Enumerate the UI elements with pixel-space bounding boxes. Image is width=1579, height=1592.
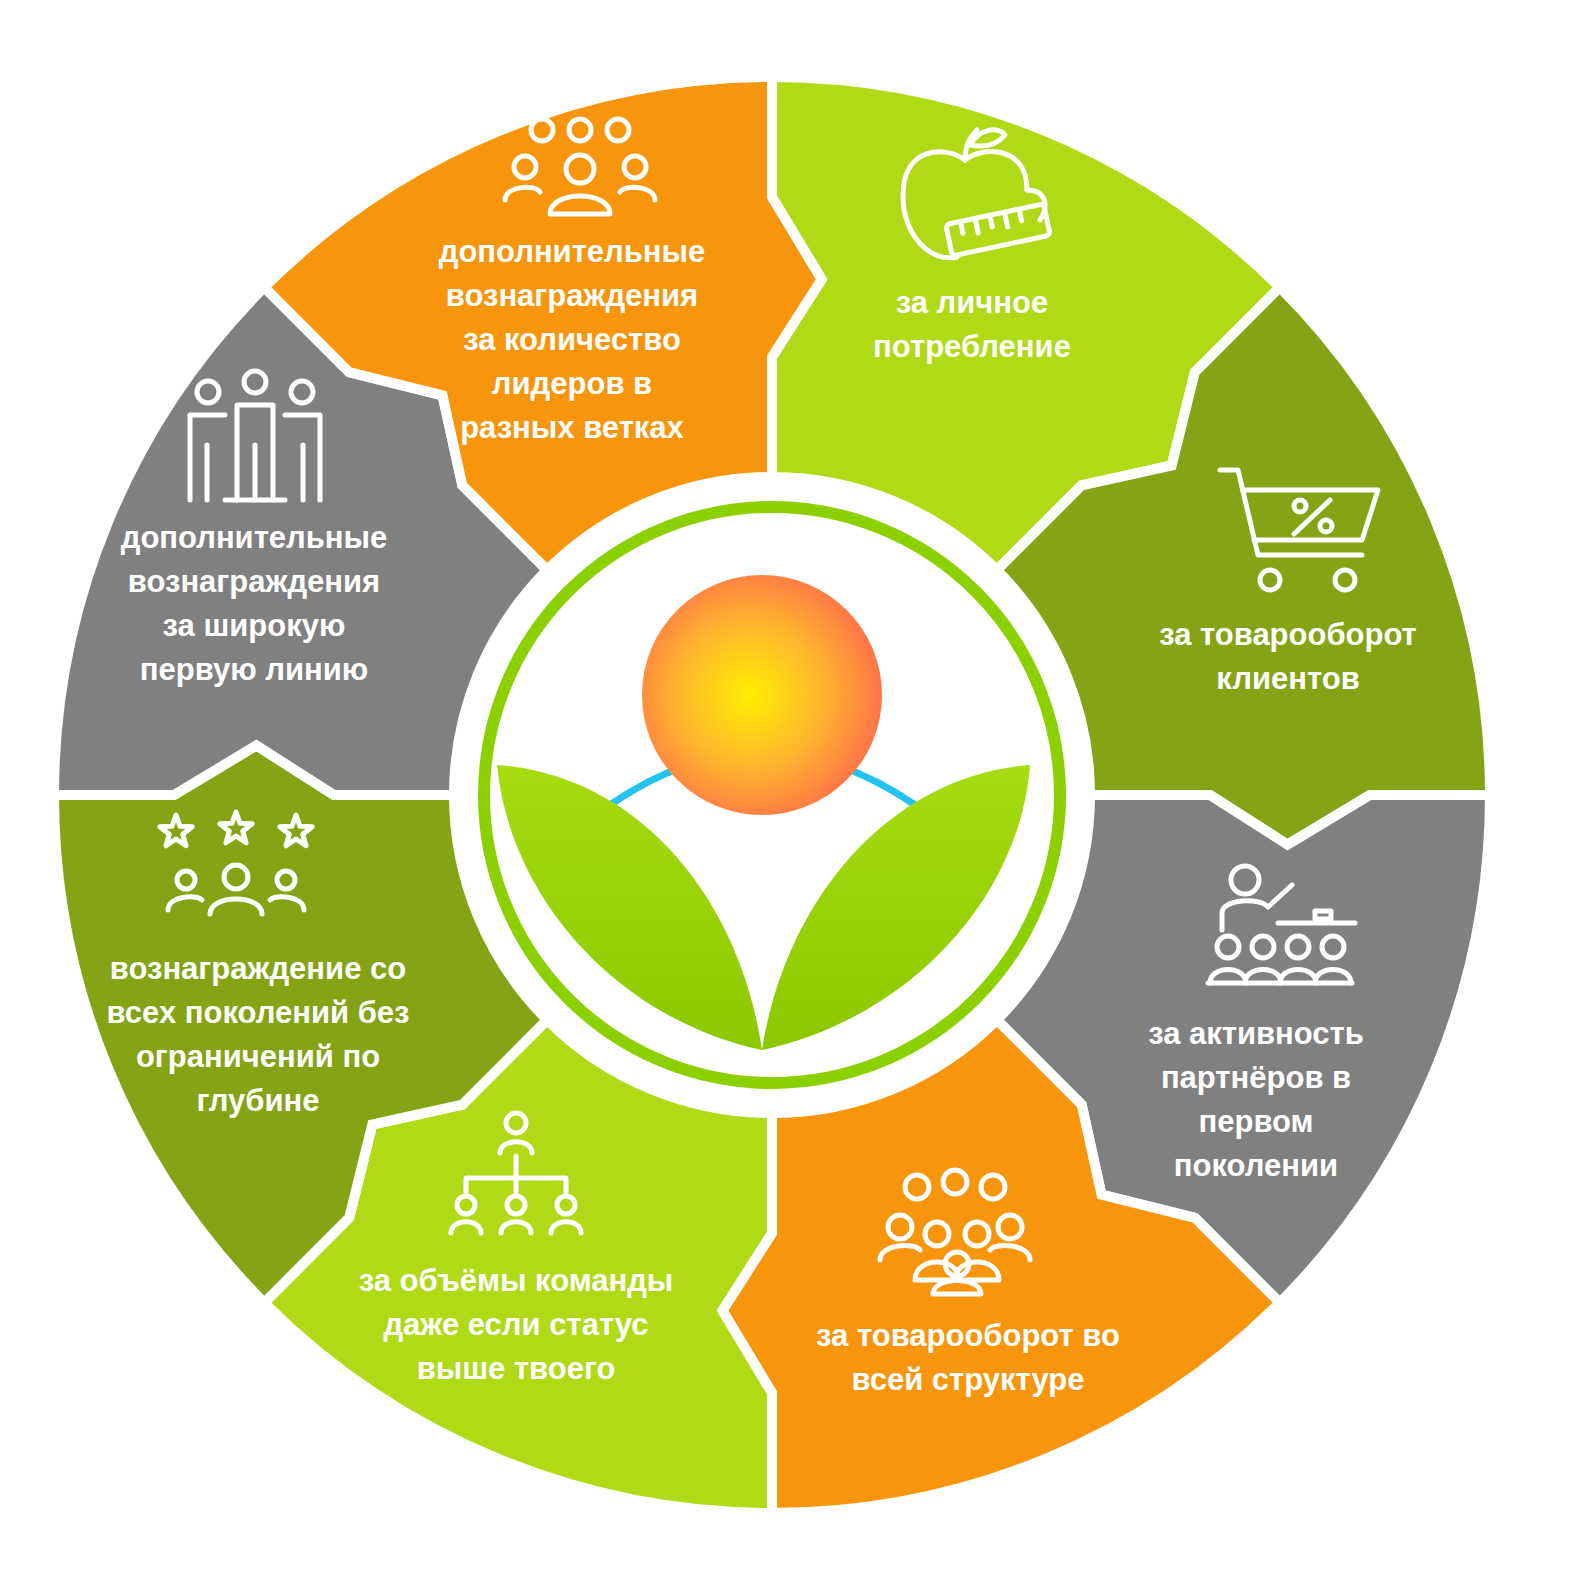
segment-label-box: вознаграждение со всех поколений без огр… <box>98 943 418 1127</box>
crowd-icon-part <box>998 1215 1022 1239</box>
hierarchy-icon-part <box>451 1222 581 1233</box>
hierarchy-icon-part <box>457 1196 475 1214</box>
group-icon-part <box>569 119 591 141</box>
segment-label-box: за личное потребление <box>832 277 1112 373</box>
stars-team-icon-part <box>177 871 195 889</box>
logo-ring <box>484 507 1060 1083</box>
group-icon-part <box>505 187 540 200</box>
apple-icon-part <box>970 130 1005 146</box>
crowd-icon-part <box>943 1170 967 1194</box>
stars-team-icon-part <box>220 812 252 843</box>
segment-label-box: за товарооборот во всей структуре <box>803 1310 1133 1406</box>
apple-icon-part-part <box>960 209 1022 236</box>
apple-icon <box>903 130 1050 258</box>
crowd-icon-part <box>965 1222 989 1246</box>
apple-icon-part <box>1027 190 1045 220</box>
leaders-icon-part <box>225 498 285 503</box>
segment-label-box: за товарооборот клиентов <box>1128 609 1448 705</box>
hierarchy-icon-part <box>466 1156 566 1192</box>
crowd-icon-part <box>981 1175 1005 1199</box>
stars-team-icon-part <box>277 871 295 889</box>
logo-leaf <box>497 765 762 1050</box>
leaders-icon <box>190 371 320 500</box>
group-icon-part <box>550 196 610 214</box>
apple-icon-part <box>946 204 1050 256</box>
leaders-icon-part <box>244 371 266 393</box>
hierarchy-icon-part <box>506 1113 526 1133</box>
cart-icon-part <box>1243 490 1378 540</box>
crowd-icon-part <box>905 1175 929 1199</box>
stars-team-icon <box>160 812 312 914</box>
presenter-icon-part <box>1231 866 1259 894</box>
segment-label-box: дополнительные вознаграждения за широкую… <box>104 512 404 696</box>
crowd-icon-part <box>925 1222 949 1246</box>
cart-icon-part <box>1335 570 1355 590</box>
cart-icon-part <box>1320 520 1332 532</box>
segment-label: за товарооборот клиентов <box>1134 613 1442 701</box>
logo-leaf <box>762 765 1030 1050</box>
segment-label: дополнительные вознаграждения за широкую… <box>110 516 398 692</box>
ring-segment <box>997 287 1490 844</box>
stars-team-icon-part <box>160 815 192 846</box>
presenter-icon-part <box>1217 936 1239 958</box>
segment-label-box: дополнительные вознаграждения за количес… <box>427 226 717 454</box>
leaders-icon-part <box>190 415 225 500</box>
stars-team-icon-part <box>280 815 312 846</box>
segment-label: за личное потребление <box>838 281 1106 369</box>
group-icon-part <box>607 119 629 141</box>
presenter-icon-part <box>1315 911 1331 919</box>
stars-team-icon-part <box>270 897 304 910</box>
group-icon-part <box>624 156 646 178</box>
stars-team-icon-part <box>168 897 202 910</box>
cart-icon-part <box>1260 570 1280 590</box>
segment-label: за объёмы команды даже если статус выше … <box>342 1259 690 1391</box>
leaders-icon-part <box>285 415 320 500</box>
segment-label: за активность партнёров в первом поколен… <box>1127 1012 1385 1188</box>
stars-team-icon-part <box>210 899 262 914</box>
apple-icon-part-part <box>946 204 1050 256</box>
segment-label: за товарооборот во всей структуре <box>809 1314 1127 1402</box>
ring-segment <box>54 745 547 1302</box>
leaders-icon-part <box>237 405 273 500</box>
logo <box>484 507 1060 1083</box>
segment-label-box: за активность партнёров в первом поколен… <box>1121 1008 1391 1192</box>
hierarchy-icon-part <box>507 1196 525 1214</box>
crowd-icon-part <box>888 1215 912 1239</box>
crowd-icon-part <box>880 1245 920 1260</box>
crowd-icon-part <box>933 1281 981 1295</box>
cart-icon-part <box>1294 500 1330 534</box>
segment-label: дополнительные вознаграждения за количес… <box>433 230 711 450</box>
presenter-icon-part <box>1252 936 1274 958</box>
ring-segment <box>264 77 821 570</box>
apple-icon-part <box>903 152 965 258</box>
leaders-icon-part <box>291 381 313 403</box>
crowd-icon-part <box>990 1245 1030 1260</box>
presenter-icon-part <box>1208 981 1352 986</box>
apple-icon-part <box>965 152 1027 190</box>
logo-sun <box>642 575 882 815</box>
crowd-icon <box>880 1170 1030 1294</box>
segment-label: вознаграждение со всех поколений без огр… <box>104 947 412 1123</box>
segment-label-box: за объёмы команды даже если статус выше … <box>336 1255 696 1395</box>
group-icon-part <box>566 155 594 183</box>
hierarchy-icon-part <box>500 1142 532 1153</box>
hierarchy-icon <box>451 1113 581 1233</box>
group-icon-part <box>531 119 553 141</box>
presenter-icon-part <box>1322 936 1344 958</box>
presenter-icon <box>1208 866 1355 983</box>
group-icon-part <box>514 156 536 178</box>
group-icon <box>505 119 655 214</box>
cart-icon <box>1220 470 1378 590</box>
stars-team-icon-part <box>224 865 248 889</box>
group-icon-part <box>620 187 655 200</box>
presenter-icon-part <box>1287 936 1309 958</box>
hierarchy-icon-part <box>557 1196 575 1214</box>
crowd-icon-part <box>945 1252 969 1276</box>
leaders-icon-part <box>197 381 219 403</box>
cart-icon-part <box>1294 500 1306 512</box>
